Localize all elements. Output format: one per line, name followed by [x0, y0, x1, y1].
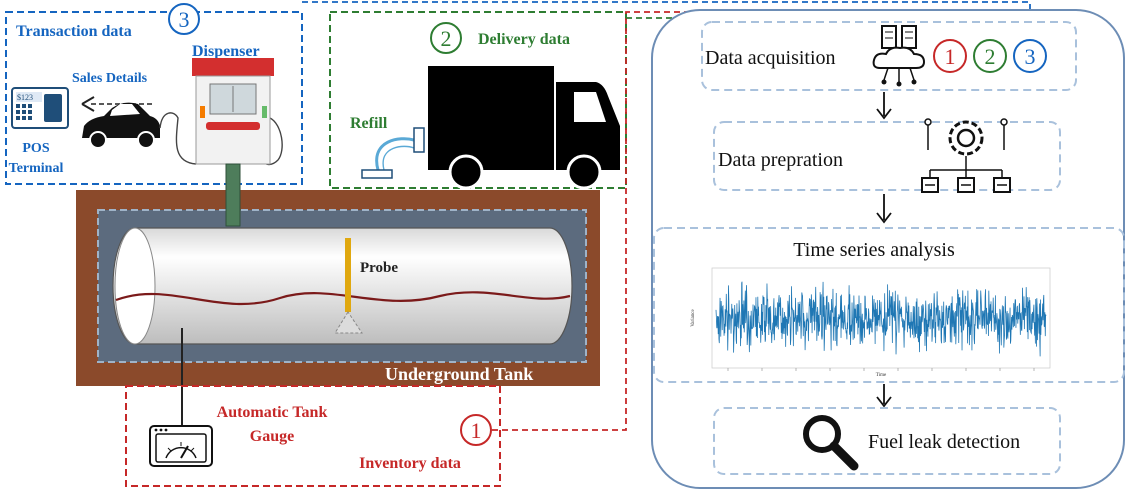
atg-label-line1: Automatic Tank: [217, 404, 328, 421]
pos-label-line1: POS: [22, 141, 49, 156]
pos-screen-text: $123: [17, 93, 33, 102]
preparation-label: Data prepration: [718, 149, 843, 171]
timeseries-box: [653, 227, 1125, 383]
timeseries-chart: Time Variance: [691, 267, 1051, 378]
sales-details-label: Sales Details: [72, 71, 148, 86]
transaction-data-group: Transaction data 3 Dispenser Sales Detai…: [5, 3, 303, 227]
source-badge-1-text: 1: [945, 44, 956, 69]
transaction-data-title: Transaction data: [16, 23, 132, 40]
source-badge-3-text: 3: [1025, 44, 1036, 69]
inventory-number: 1: [471, 418, 482, 443]
transaction-number-badge: [168, 3, 200, 35]
detection-box: [713, 407, 1061, 475]
dispenser-hose-left: [159, 112, 197, 165]
preparation-box: [713, 121, 1061, 191]
delivery-data-group: 2 Delivery data Refill: [329, 11, 627, 190]
delivery-number: 2: [441, 26, 452, 51]
source-badge-1: [933, 39, 967, 73]
timeseries-label: Time series analysis: [793, 239, 955, 261]
probe-float: [334, 311, 363, 334]
dispenser-icon: [192, 58, 274, 165]
sales-arrow-head: [81, 96, 95, 112]
car-icon: [82, 102, 160, 149]
underground-tank-label: Underground Tank: [385, 364, 533, 384]
atg-label-line2: Gauge: [250, 428, 294, 445]
tank-end-cap: [114, 227, 156, 345]
detection-label: Fuel leak detection: [868, 431, 1020, 453]
refill-label: Refill: [350, 115, 388, 132]
magnifier-icon: [803, 415, 859, 471]
probe-label: Probe: [360, 260, 398, 276]
pos-label-line2: Terminal: [9, 161, 64, 176]
transaction-data-box: [5, 11, 303, 185]
timeseries-ylabel: Variance: [691, 308, 696, 326]
inventory-data-title: Inventory data: [359, 455, 461, 472]
source-badge-2-text: 2: [985, 44, 996, 69]
tank-cylinder: [112, 227, 573, 345]
delivery-data-box: [329, 11, 627, 189]
delivery-number-badge: [430, 22, 462, 54]
pipeline-panel: [651, 9, 1125, 489]
truck-icon: [428, 66, 620, 190]
timeseries-series-line: [715, 281, 1047, 357]
probe-rod: [345, 238, 351, 312]
flow-arrow-2-head: [876, 212, 892, 224]
inventory-number-badge: [460, 414, 492, 446]
dispenser-pipe: [225, 163, 241, 227]
flow-arrow-1-head: [876, 108, 892, 120]
analysis-pipeline: Data acquisition 1 2 3 Data prepration: [651, 9, 1125, 489]
acquisition-box: [701, 21, 1077, 91]
inventory-data-box: [125, 385, 501, 487]
delivery-data-title: Delivery data: [478, 31, 570, 48]
dispenser-label: Dispenser: [192, 43, 260, 60]
timeseries-ticks: [727, 368, 1035, 371]
pos-terminal-icon: $123: [11, 87, 69, 129]
flow-arrow-3-head: [876, 396, 892, 408]
timeseries-xlabel: Time: [876, 373, 887, 378]
transaction-number: 3: [179, 7, 190, 32]
inventory-data-group: 1 Automatic Tank Gauge Inventory data: [125, 385, 501, 487]
underground-tank: Probe Underground Tank: [76, 190, 600, 430]
acquisition-label: Data acquisition: [705, 47, 836, 69]
atg-gauge-icon: [149, 425, 213, 467]
source-badge-2: [973, 39, 1007, 73]
gear-network-icon: [921, 118, 1011, 193]
server-cloud-icon: [872, 25, 926, 87]
source-badge-3: [1013, 39, 1047, 73]
refill-hose-icon: [361, 127, 425, 179]
